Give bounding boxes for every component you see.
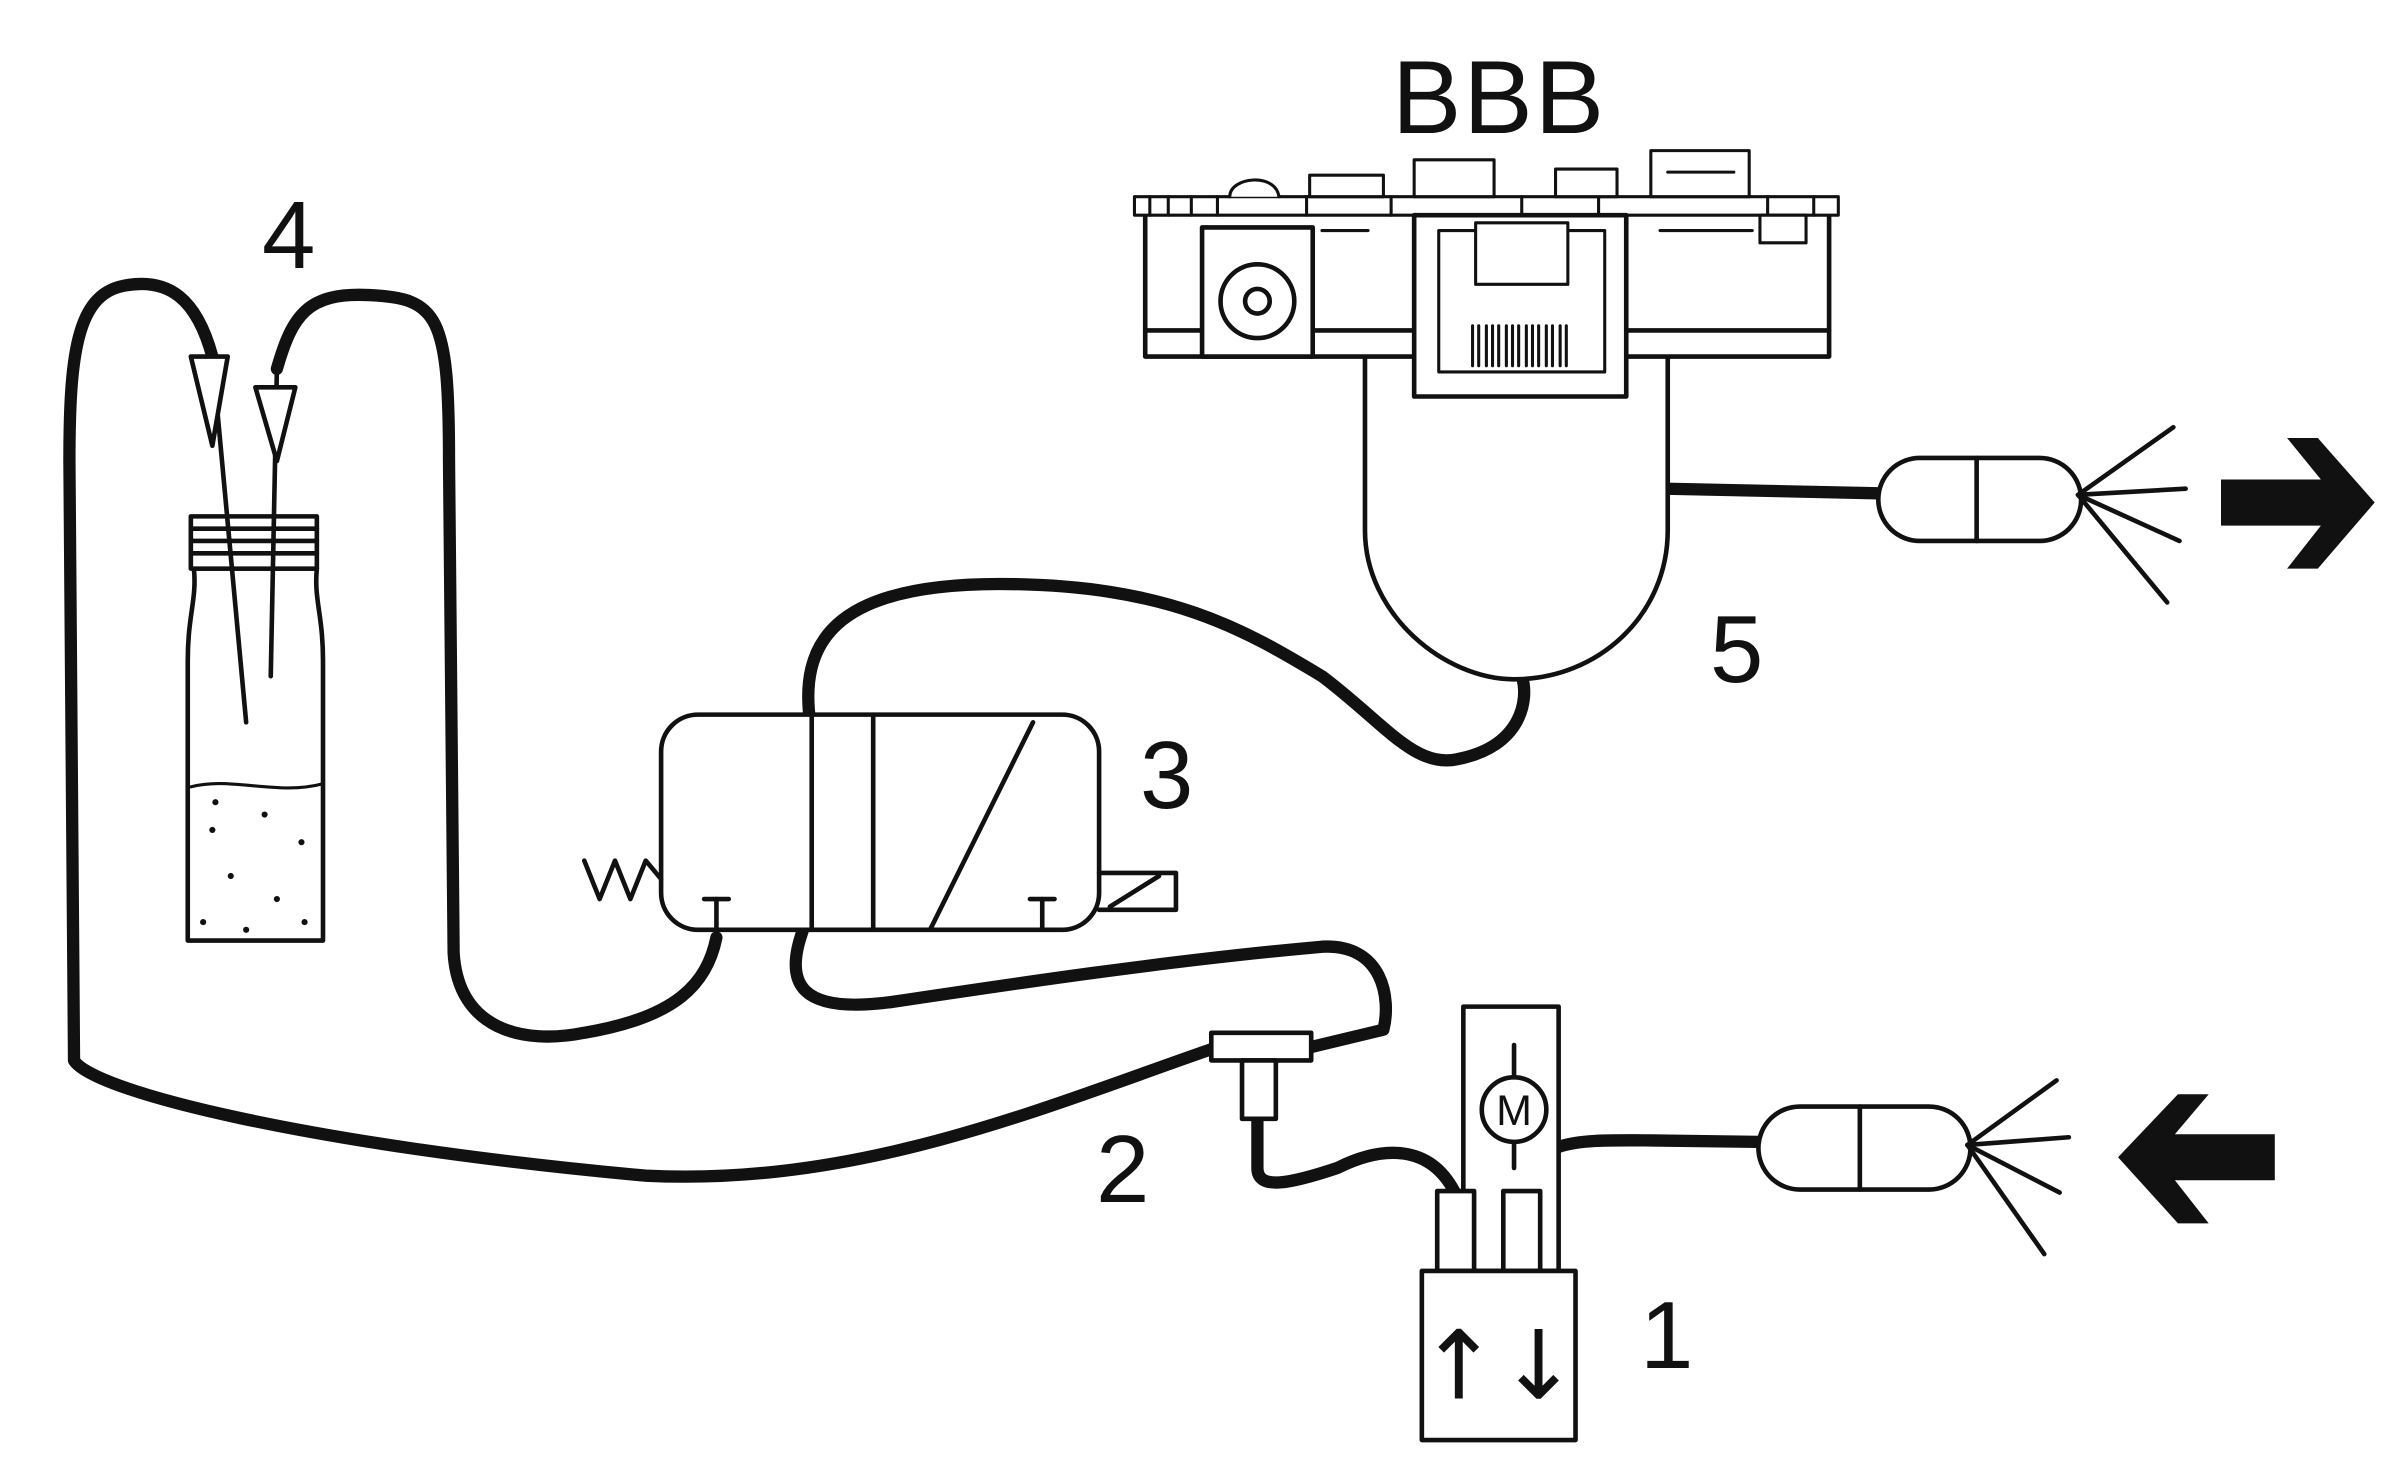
tube-sensor-to-outlet [1661,482,1885,500]
beaglebone-board [1132,149,1840,399]
flow-arrows [2118,438,2375,1224]
tube-bottle-to-valve [270,288,723,1043]
tube-valve-to-tjunction [789,925,1392,1055]
sensor-chamber [1362,354,1671,682]
label-4: 4 [262,182,316,289]
inlet-arrow-icon [2118,1094,2275,1224]
inlet-probe [1756,1078,2072,1257]
board-label: BBB [1392,40,1607,156]
label-1: 1 [1640,1282,1694,1389]
pump-motor-icon: M [1496,1087,1532,1135]
pump [1419,1004,1578,1443]
pump-flow-icon: ↑↓ [1419,1312,1579,1422]
label-2: 2 [1096,1116,1150,1223]
outlet-probe [1875,424,2188,605]
tube-bottle-to-tjunction [63,277,1221,1183]
tube-tjunction-to-pump [1251,1112,1461,1198]
label-5: 5 [1710,596,1764,703]
label-3: 3 [1140,722,1194,829]
outlet-arrow-icon [2221,438,2375,569]
tube-valve-to-sensor [802,577,1531,767]
t-junction [1208,1030,1314,1122]
bottle [185,354,326,943]
solenoid-valve [581,712,1179,933]
